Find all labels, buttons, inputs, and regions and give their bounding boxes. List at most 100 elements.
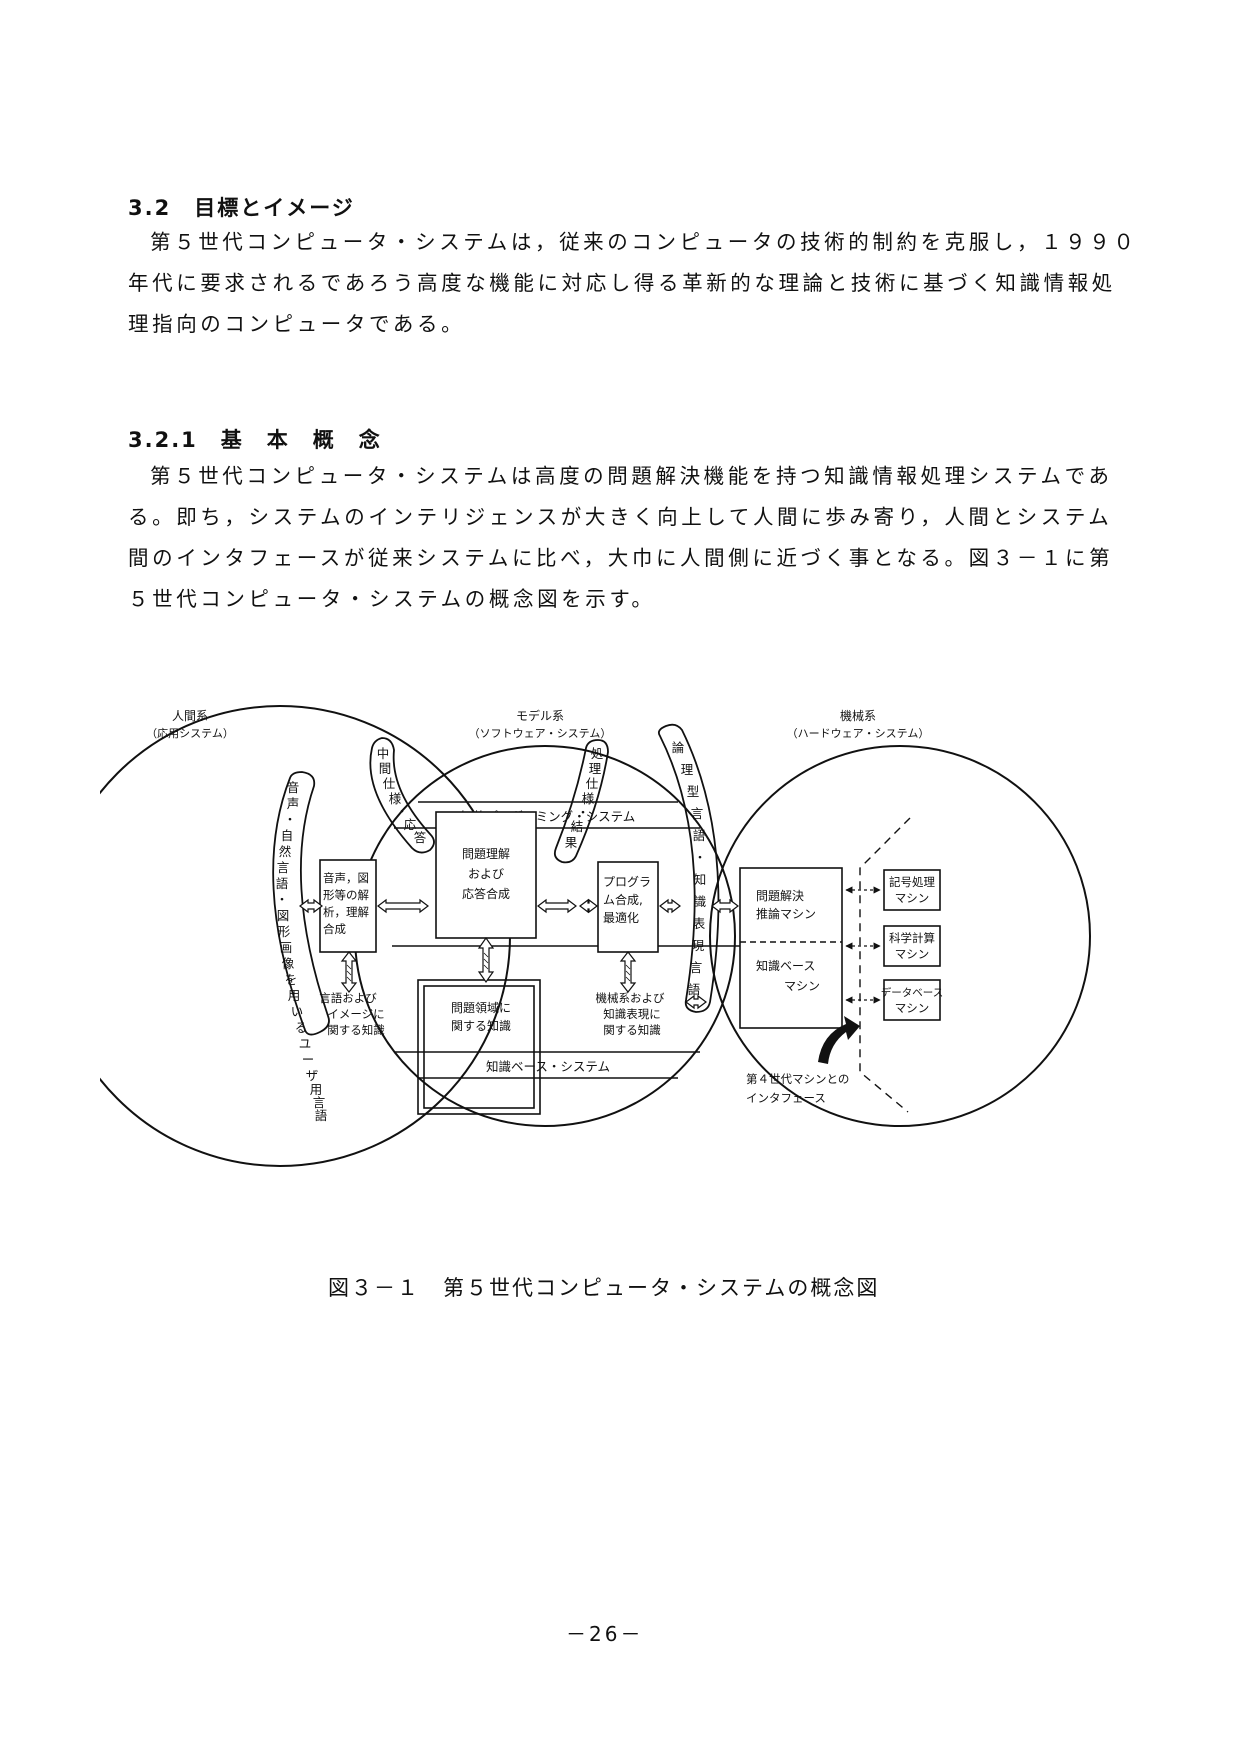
left-pill-char: を [285,972,298,987]
left-pill-char: ザ [306,1068,319,1083]
problem-box-line: 応答合成 [462,886,510,901]
body-line: 理指向のコンピュータである。 [128,312,466,336]
machine-upper-line: 推論マシン [756,906,816,921]
right-pill-char: 表 [693,916,706,931]
hollow-arrow-1 [299,898,323,914]
left-pill-char: ・ [276,892,289,907]
analysis-box-line: 音声，図 [323,871,369,885]
small-box-line: 科学計算 [889,931,935,945]
logic-language-pill [657,723,720,1013]
right-pill-char: 現 [692,938,705,953]
bottom-band-label: 知識ベース・システム [486,1059,610,1074]
hollow-arrow-6 [711,898,739,914]
analysis-box-line: 析，理解 [323,905,369,919]
mid-right-pill-char: 処 [591,746,604,761]
analysis-box-line: 形等の解 [323,888,369,902]
right-pill-char: 言 [691,806,704,821]
domain-knowledge-line: 関する知識 [451,1019,511,1033]
right-pill-char: 知 [694,872,707,887]
domain-knowledge-inner [423,985,535,1109]
left-pill-char: 声 [287,796,300,811]
page-number: －26－ [566,1622,644,1646]
machine-upper-line: 問題解決 [756,889,804,903]
mid-right-pill-char: 果 [565,835,578,850]
section-3-2-heading: 3.2 目標とイメージ [128,196,355,220]
hollow-arrow-5 [659,898,681,914]
mid-right-pill-char: ・ [577,805,590,820]
interface-dashed-boundary [859,817,911,1113]
hatched-double-arrow-center [477,936,495,984]
left-pill-char: 像 [282,956,295,971]
model-system-sublabel: （ソフトウェア・システム） [469,727,612,740]
left-pill-char: 語 [276,876,289,891]
left-pill-char: 音 [287,780,300,795]
small-box-line: マシン [895,891,930,905]
mid-left-pill-char: 様 [389,791,402,806]
body-line: る。即ち，システムのインテリジェンスが大きく向上して人間に歩み寄り，人間とシステ… [128,505,1113,529]
small-box-line: データベース [881,986,943,999]
mid-left-pill-char: 仕 [383,776,396,791]
left-pill-char: 然 [279,844,292,859]
left-pill-char: ユ [299,1036,312,1051]
left-pill-char: 用 [310,1082,323,1097]
machine-knowledge-line: 関する知識 [603,1023,661,1037]
machine-lower-line: 知識ベース [756,959,815,973]
hollow-arrow-7 [685,994,707,1010]
domain-knowledge-box [417,979,541,1115]
domain-knowledge-line: 問題領域に [451,1000,511,1015]
machine-knowledge-line: 機械系および [596,991,665,1005]
interface-note-line: 第４世代マシンとの [746,1072,849,1086]
analysis-box [319,859,377,953]
body-line: 第５世代コンピュータ・システムは，従来のコンピュータの技術的制約を克服し，１９９… [150,230,1138,254]
right-pill-char: 語 [693,828,706,843]
lang-knowledge-line: 言語および [319,991,377,1005]
intermediate-spec-pill [369,737,435,854]
hollow-arrow-3 [537,898,577,914]
mid-right-pill-char: 仕 [586,776,599,791]
left-pill-char: る [295,1020,308,1035]
program-synthesis-box [597,861,659,953]
mid-left-pill-char: 答 [414,830,427,845]
section-3-2-body: 第５世代コンピュータ・システムは，従来のコンピュータの技術的制約を克服し，１９９… [128,222,1138,345]
interface-note-line: インタフェース [746,1091,826,1105]
right-pill-char: 型 [687,784,700,799]
mid-left-pill-char: 応 [404,817,417,832]
lang-knowledge-line: イメージに [327,1007,384,1021]
hatched-double-arrow-left [340,951,358,993]
left-pill-char: ー [302,1052,315,1067]
machine-system-circle [709,745,1091,1127]
mid-right-pill-char: 理 [589,761,602,776]
symbol-processing-machine-box [883,869,941,911]
program-box-line: ム合成, [603,892,643,907]
body-line: 第５世代コンピュータ・システムは高度の問題解決機能を持つ知識情報処理システムであ [150,464,1113,488]
left-pill-char: 言 [313,1095,326,1110]
small-box-line: マシン [895,1001,930,1015]
body-line: ５世代コンピュータ・システムの概念図を示す。 [128,587,656,611]
left-pill-char: 画 [280,940,293,955]
left-pill-char: 語 [315,1108,328,1123]
hatched-double-arrow-right [619,951,637,993]
mid-left-pill-char: 間 [379,761,392,776]
analysis-box-line: 合成 [323,922,346,936]
left-pill-char: 形 [278,924,291,939]
left-pill-char: 図 [277,908,290,923]
right-pill-char: 識 [694,894,707,909]
scientific-computing-machine-box [883,925,941,967]
program-box-line: 最適化 [603,910,639,925]
processing-spec-pill [553,739,609,864]
problem-understanding-box [435,811,537,939]
machine-knowledge-line: 知識表現に [603,1007,661,1021]
mid-right-pill-char: 結 [571,819,584,834]
user-language-pill [272,771,330,1036]
mid-left-pill-char: ・ [396,804,409,819]
small-box-line: 記号処理 [889,875,935,889]
human-system-label: 人間系 [172,709,208,723]
figure-caption: 図３－１ 第５世代コンピュータ・システムの概念図 [328,1276,880,1300]
small-box-line: マシン [895,947,930,961]
right-pill-char: 語 [688,982,701,997]
left-pill-char: い [291,1004,304,1019]
right-pill-char: 言 [690,960,703,975]
body-line: 間のインタフェースが従来システムに比べ，大巾に人間側に近づく事となる。図３－１に… [128,546,1114,570]
program-box-line: プログラ [603,875,651,889]
hollow-arrow-4 [579,898,598,914]
